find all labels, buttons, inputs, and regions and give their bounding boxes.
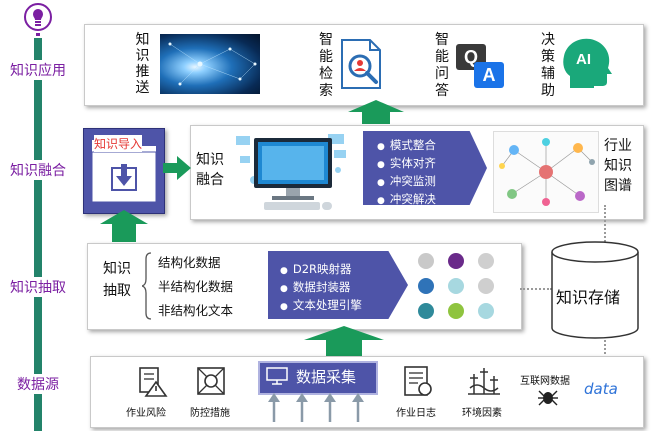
app-item-search: 智能检索 bbox=[319, 32, 333, 99]
extraction-dot bbox=[418, 303, 434, 319]
layer-label-source: 数据源 bbox=[0, 374, 76, 394]
extraction-dot bbox=[478, 253, 494, 269]
collection-monitor-icon bbox=[266, 367, 288, 385]
computer-image bbox=[234, 130, 354, 212]
control-measures-icon bbox=[194, 364, 228, 398]
data-type-structured: 结构化数据 bbox=[158, 255, 221, 270]
knowledge-storage-cylinder: 知识存储 bbox=[550, 240, 640, 340]
extraction-dot bbox=[448, 278, 464, 294]
app-item-decision: 决策辅助 bbox=[541, 32, 555, 99]
fusion-step: 冲突解决 bbox=[377, 191, 487, 205]
network-image bbox=[160, 34, 260, 94]
app-item-qa: 智能问答 bbox=[435, 32, 449, 99]
layer-label-fusion: 知识融合 bbox=[0, 160, 76, 180]
app-item-push: 知识推送 bbox=[135, 32, 150, 96]
spider-icon bbox=[536, 386, 560, 410]
extraction-tools-chevron: D2R映射器 数据封装器 文本处理引擎 bbox=[268, 251, 408, 319]
qa-bubble-a-icon: A bbox=[474, 62, 504, 88]
knowledge-import-label: 知识导入 bbox=[94, 135, 143, 152]
arrow-up-to-import bbox=[100, 210, 148, 242]
work-log-icon bbox=[400, 364, 434, 398]
knowledge-storage-label: 知识存储 bbox=[556, 288, 621, 307]
fusion-steps-chevron: 模式整合 实体对齐 冲突监测 冲突解决 bbox=[363, 131, 487, 205]
extraction-brace bbox=[141, 251, 152, 321]
extraction-title: 知识抽取 bbox=[103, 261, 131, 299]
knowledge-graph-image bbox=[493, 131, 599, 213]
layer-label-application: 知识应用 bbox=[0, 60, 76, 80]
extraction-dot bbox=[448, 303, 464, 319]
ai-head-icon: AI bbox=[562, 34, 612, 90]
timeline-bar bbox=[34, 38, 42, 431]
extraction-tool: 文本处理引擎 bbox=[280, 297, 408, 315]
collection-input-arrows bbox=[268, 393, 364, 422]
qa-bubble-q-icon: Q bbox=[456, 44, 486, 70]
environment-factors-icon bbox=[466, 362, 502, 398]
source-item-risk: 作业风险 bbox=[126, 408, 166, 419]
fusion-step: 模式整合 bbox=[377, 137, 487, 155]
extraction-dot bbox=[478, 278, 494, 294]
operation-risk-icon bbox=[134, 364, 168, 398]
arrow-up-to-application bbox=[348, 100, 404, 124]
dotted-connector-source bbox=[604, 340, 606, 362]
fusion-step: 冲突监测 bbox=[377, 173, 487, 191]
source-item-internet: 互联网数据 bbox=[520, 376, 570, 387]
folder-icon bbox=[90, 134, 158, 206]
dotted-connector-storage bbox=[520, 288, 552, 290]
ai-text: AI bbox=[576, 51, 591, 68]
fusion-step: 实体对齐 bbox=[377, 155, 487, 173]
data-type-semistructured: 半结构化数据 bbox=[158, 279, 234, 294]
source-item-environment: 环境因素 bbox=[462, 408, 502, 419]
arrow-import-to-fusion bbox=[163, 156, 191, 180]
extraction-dot bbox=[418, 278, 434, 294]
arrow-up-to-extraction bbox=[304, 326, 384, 356]
dotted-connector-graph bbox=[604, 205, 606, 249]
lightbulb-icon bbox=[22, 2, 54, 36]
extraction-dot bbox=[478, 303, 494, 319]
layer-label-extraction: 知识抽取 bbox=[0, 277, 76, 297]
document-search-icon bbox=[336, 36, 388, 92]
data-collection-box bbox=[258, 361, 378, 395]
extraction-dot bbox=[448, 253, 464, 269]
fusion-title: 知识融合 bbox=[196, 152, 224, 188]
industry-knowledge-graph-label: 行业知识图谱 bbox=[604, 138, 632, 194]
extraction-tool: 数据封装器 bbox=[280, 279, 408, 297]
data-word-graphic: data bbox=[584, 380, 618, 398]
data-collection-label: 数据采集 bbox=[296, 368, 357, 386]
extraction-dot bbox=[418, 253, 434, 269]
source-item-log: 作业日志 bbox=[396, 408, 436, 419]
extraction-tool: D2R映射器 bbox=[280, 261, 408, 279]
data-type-unstructured: 非结构化文本 bbox=[158, 303, 234, 318]
source-item-measures: 防控措施 bbox=[190, 408, 230, 419]
